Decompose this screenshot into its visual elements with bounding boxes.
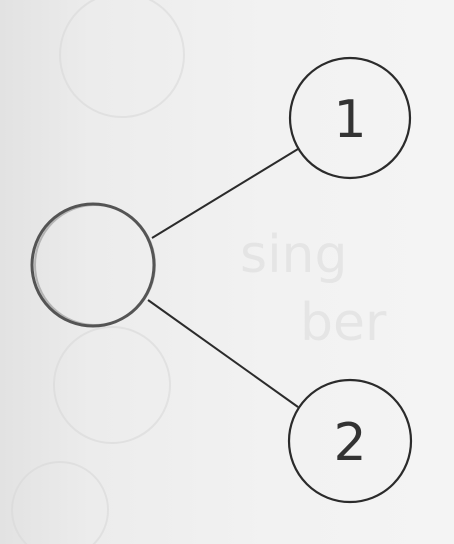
svg-text:ber: ber (300, 293, 387, 353)
root-circle-blur (34, 204, 156, 326)
svg-text:sing: sing (240, 225, 348, 285)
part-label-1: 1 (333, 90, 366, 150)
part-circle-1 (288, 56, 412, 180)
root-circle (30, 202, 156, 328)
part-circle-2 (287, 378, 413, 504)
background-bleed: sing ber (11, 0, 387, 544)
connector-line-1 (151, 148, 299, 239)
connector-line-2 (147, 299, 299, 408)
part-label-2: 2 (333, 413, 366, 473)
